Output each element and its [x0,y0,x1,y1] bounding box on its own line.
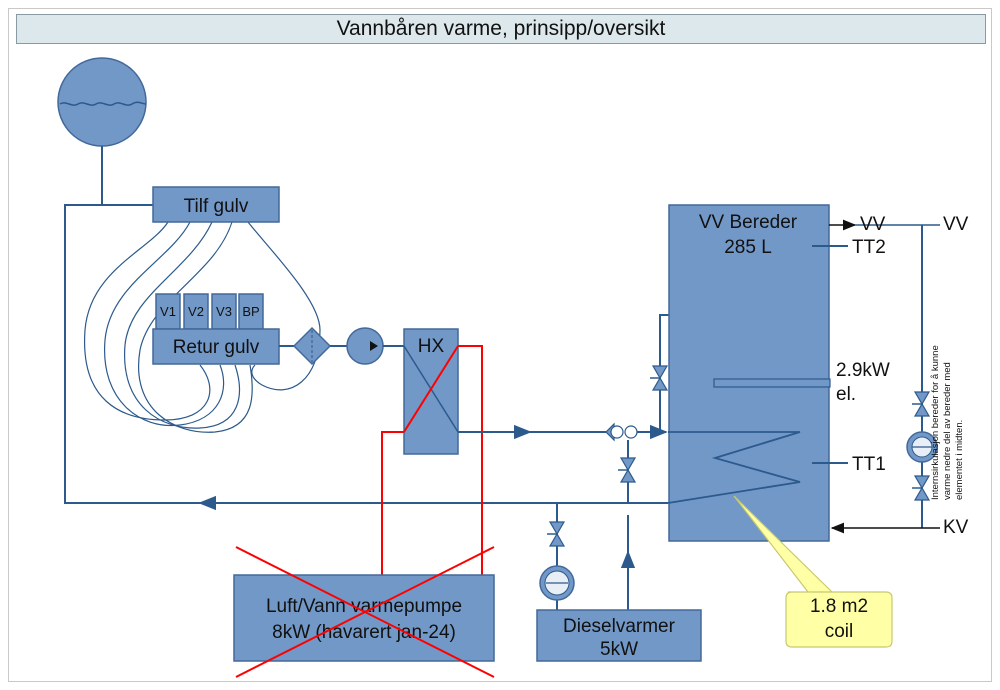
tank-label-2: 285 L [724,237,772,258]
heat-exchanger [403,328,459,455]
element-label-1: 2.9kW [836,360,890,381]
coil-callout-label-1: 1.8 m2 [810,596,868,617]
recirculation-note: Internsirkulasjon bereder for å kunne va… [930,345,965,500]
valve-v2-label: V2 [188,304,204,319]
element-label-2: el. [836,384,856,405]
tank-label-1: VV Bereder [699,212,798,233]
return-manifold-label: Retur gulv [173,337,260,358]
tt2-label: TT2 [852,237,886,258]
cross-out-line-2 [235,546,495,678]
heat-pump-box [233,574,495,662]
valve-bp-label: BP [242,304,259,319]
diesel-pump-icon [539,565,575,601]
recirc-note-2: varme nedre del av bereder med [942,362,953,500]
diesel-heater-label-1: Dieselvarmer [563,616,676,637]
coil-callout-label-2: coil [825,621,854,642]
valve-v1-label: V1 [160,304,176,319]
hx-heatpump-path [403,345,459,433]
supply-manifold-label: Tilf gulv [184,196,249,217]
heat-pump-label-2: 8kW (havarert jan-24) [272,622,456,643]
circulation-pump-icon [346,327,384,365]
vv-inner-label: VV [860,214,886,235]
valve-icon [547,521,566,547]
expansion-tank [57,57,147,147]
valve-icon [912,391,931,417]
return-pipe-left [64,204,200,504]
check-valve-icon [605,422,638,442]
tt1-label: TT1 [852,454,886,475]
recirc-note-1: Internsirkulasjon bereder for å kunne [930,345,941,500]
diesel-heater-box [536,609,702,662]
heat-pump-label-1: Luft/Vann varmepumpe [266,596,462,617]
electric-element [713,378,831,388]
diagram-frame [8,8,992,682]
tank-coil [667,431,801,504]
diesel-heater-label-2: 5kW [600,639,638,660]
return-manifold [152,328,280,365]
supply-manifold [152,186,280,223]
vv-outer-label: VV [943,214,969,235]
hx-label: HX [418,336,445,357]
valve-icon [618,457,637,483]
valve-v3-label: V3 [216,304,232,319]
valve-icon [912,475,931,501]
diagram-title: Vannbåren varme, prinsipp/oversikt [16,14,986,44]
heatpump-return-line [381,431,404,575]
recirculation-pump-icon [906,431,938,463]
kv-label: KV [943,517,969,538]
valve-v1 [155,293,181,330]
valve-icon [650,365,669,391]
valve-bp [238,293,264,330]
hot-water-tank [668,204,830,542]
diagram-title-text: Vannbåren varme, prinsipp/oversikt [336,17,666,40]
heatpump-supply-line [458,345,483,575]
valve-v2 [183,293,209,330]
floor-heating-loops [84,221,321,433]
filter-icon [292,326,332,366]
recirc-note-3: elementet i midten. [954,420,965,500]
coil-callout [733,495,893,648]
